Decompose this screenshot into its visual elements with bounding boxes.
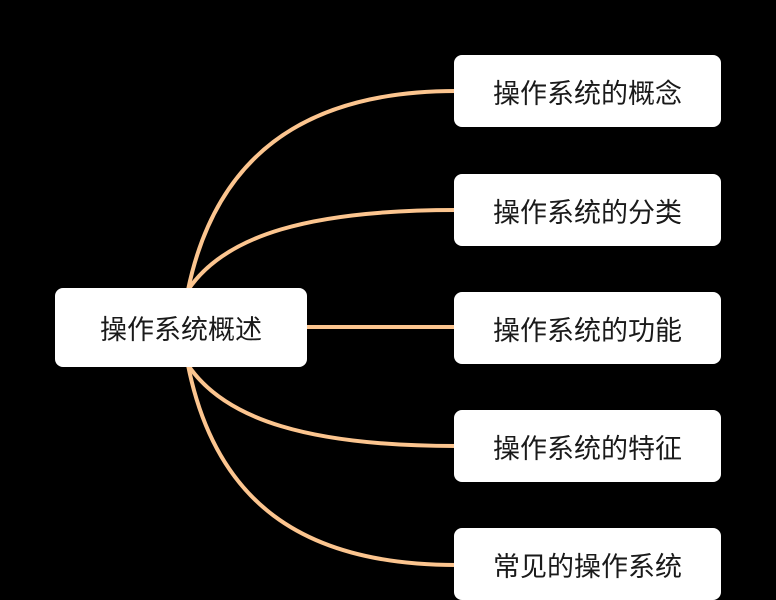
connector-lines xyxy=(186,89,458,567)
branch-node-feature[interactable]: 操作系统的特征 xyxy=(454,410,721,482)
connector-concept xyxy=(186,89,458,292)
connector-classification xyxy=(186,208,458,292)
branch-node-label: 操作系统的概念 xyxy=(493,78,682,110)
branch-node-common-os[interactable]: 常见的操作系统 xyxy=(454,528,721,600)
branch-node-label: 常见的操作系统 xyxy=(493,551,682,583)
branch-node-label: 操作系统的分类 xyxy=(493,197,682,229)
branch-node-label: 操作系统的功能 xyxy=(493,315,682,347)
branch-node-function[interactable]: 操作系统的功能 xyxy=(454,292,721,364)
connector-feature xyxy=(186,363,458,448)
root-node[interactable]: 操作系统概述 xyxy=(55,288,307,367)
branch-node-classification[interactable]: 操作系统的分类 xyxy=(454,174,721,246)
connector-common xyxy=(186,363,458,567)
branch-node-label: 操作系统的特征 xyxy=(493,433,682,465)
root-node-label: 操作系统概述 xyxy=(100,315,262,346)
branch-node-concept[interactable]: 操作系统的概念 xyxy=(454,55,721,127)
